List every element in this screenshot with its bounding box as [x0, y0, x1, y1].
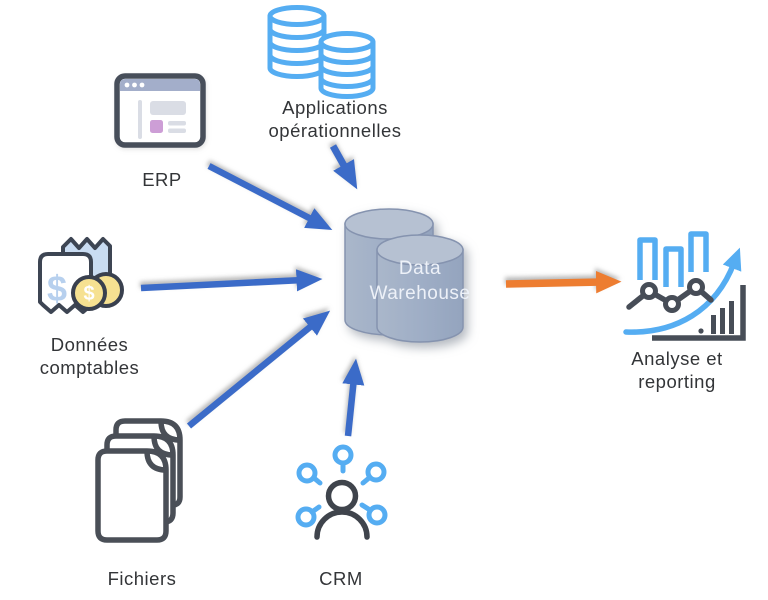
growth-arrow	[623, 247, 742, 335]
label-fichiers: Fichiers	[107, 568, 177, 589]
arrow-warehouse-to-analyse	[505, 270, 622, 294]
database-cylinders	[344, 208, 464, 343]
arrow-fichiers-to-warehouse	[186, 310, 331, 429]
database-stack-icon	[267, 5, 376, 99]
browser-window-icon	[114, 73, 206, 148]
documents-stack-icon	[95, 418, 183, 543]
arrow-comptables-to-warehouse	[140, 269, 323, 292]
receipt-coins-icon: $ $	[38, 237, 124, 314]
people-network-icon	[295, 444, 388, 540]
label-donnees-comptables: Données comptables	[39, 334, 140, 378]
arrow-applications-to-warehouse	[329, 144, 358, 190]
flow-arrows	[140, 144, 622, 437]
label-applications: Applications opérationnelles	[268, 97, 402, 141]
chart-growth-icon	[623, 231, 746, 341]
label-data-warehouse: Data Warehouse	[369, 258, 471, 304]
receipt-dollar-glyph: $	[47, 268, 67, 309]
label-erp: ERP	[142, 169, 182, 190]
label-crm: CRM	[319, 568, 363, 589]
arrow-crm-to-warehouse	[342, 358, 365, 437]
arrow-erp-to-warehouse	[207, 163, 333, 230]
label-analyse-reporting: Analyse et reporting	[631, 348, 723, 392]
coin-dollar-glyph: $	[83, 283, 94, 305]
